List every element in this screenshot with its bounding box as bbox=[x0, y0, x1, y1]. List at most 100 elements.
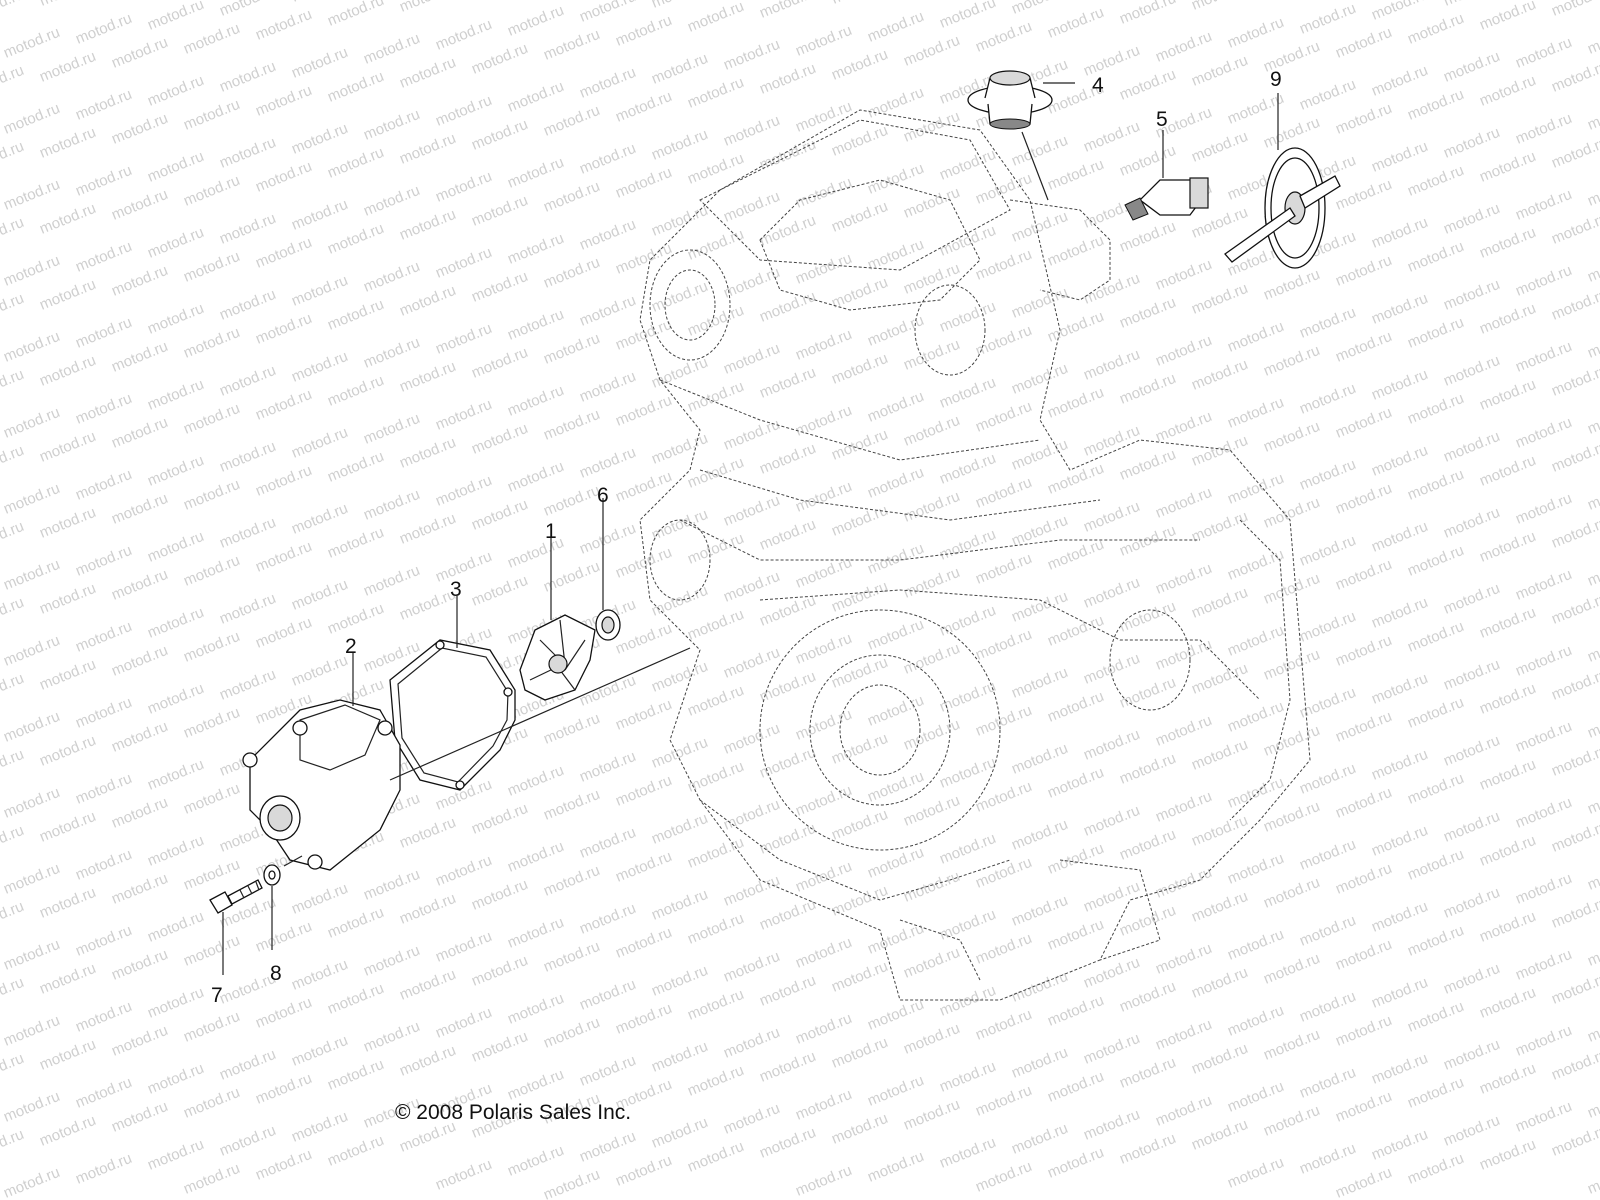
watermark-text: motod.ru bbox=[1297, 760, 1358, 798]
watermark-text: motod.ru bbox=[397, 890, 458, 928]
watermark-text: motod.ru bbox=[1081, 878, 1142, 916]
watermark-text: motod.ru bbox=[685, 530, 746, 568]
watermark-text: motod.ru bbox=[1441, 732, 1502, 770]
watermark-text: motod.ru bbox=[1441, 1036, 1502, 1074]
watermark-text: motod.ru bbox=[1549, 1122, 1600, 1160]
watermark-text: motod.ru bbox=[793, 478, 854, 516]
watermark-text: motod.ru bbox=[1549, 362, 1600, 400]
watermark-text: motod.ru bbox=[109, 1022, 170, 1060]
watermark-text: motod.ru bbox=[613, 620, 674, 658]
watermark-text: motod.ru bbox=[1441, 580, 1502, 618]
watermark-text: motod.ru bbox=[1009, 664, 1070, 702]
watermark-text: motod.ru bbox=[505, 2, 566, 40]
watermark-text: motod.ru bbox=[1297, 0, 1358, 38]
watermark-text: motod.ru bbox=[73, 10, 134, 48]
watermark-text: motod.ru bbox=[865, 616, 926, 654]
watermark-text: motod.ru bbox=[1117, 218, 1178, 256]
watermark-text: motod.ru bbox=[829, 274, 890, 312]
watermark-text: motod.ru bbox=[325, 904, 386, 942]
watermark-text: motod.ru bbox=[1009, 816, 1070, 854]
watermark-text: motod.ru bbox=[217, 0, 278, 20]
watermark-text: motod.ru bbox=[253, 158, 314, 196]
watermark-text: motod.ru bbox=[217, 438, 278, 476]
watermark-text: motod.ru bbox=[577, 216, 638, 254]
watermark-text: motod.ru bbox=[541, 330, 602, 368]
watermark-text: motod.ru bbox=[1, 1012, 62, 1050]
watermark-text: motod.ru bbox=[829, 502, 890, 540]
watermark-text: motod.ru bbox=[1441, 960, 1502, 998]
watermark-text: motod.ru bbox=[1333, 404, 1394, 442]
watermark-text: motod.ru bbox=[901, 868, 962, 906]
watermark-text: motod.ru bbox=[649, 0, 710, 12]
watermark-text: motod.ru bbox=[73, 618, 134, 656]
watermark-text: motod.ru bbox=[361, 258, 422, 296]
watermark-text: motod.ru bbox=[253, 538, 314, 576]
watermark-text: motod.ru bbox=[865, 464, 926, 502]
watermark-text: motod.ru bbox=[73, 466, 134, 504]
watermark-text: motod.ru bbox=[1153, 332, 1214, 370]
watermark-text: motod.ru bbox=[289, 652, 350, 690]
watermark-text: motod.ru bbox=[721, 36, 782, 74]
watermark-text: motod.ru bbox=[1225, 1002, 1286, 1040]
watermark-text: motod.ru bbox=[829, 882, 890, 920]
watermark-text: motod.ru bbox=[1081, 118, 1142, 156]
watermark-text: motod.ru bbox=[901, 716, 962, 754]
watermark-text: motod.ru bbox=[1009, 588, 1070, 626]
watermark-text: motod.ru bbox=[505, 78, 566, 116]
watermark-text: motod.ru bbox=[1549, 0, 1600, 20]
watermark-text: motod.ru bbox=[901, 564, 962, 602]
watermark-text: motod.ru bbox=[1153, 940, 1214, 978]
watermark-text: motod.ru bbox=[1225, 90, 1286, 128]
watermark-text: motod.ru bbox=[469, 800, 530, 838]
watermark-text: motod.ru bbox=[1585, 20, 1600, 58]
watermark-text: motod.ru bbox=[217, 666, 278, 704]
watermark-text: motod.ru bbox=[1081, 1106, 1142, 1144]
watermark-text: motod.ru bbox=[361, 30, 422, 68]
watermark-text: motod.ru bbox=[1405, 618, 1466, 656]
watermark-text: motod.ru bbox=[1081, 270, 1142, 308]
watermark-text: motod.ru bbox=[253, 994, 314, 1032]
watermark-text: motod.ru bbox=[613, 1152, 674, 1190]
watermark-text: motod.ru bbox=[1225, 546, 1286, 584]
watermark-text: motod.ru bbox=[1297, 684, 1358, 722]
watermark-text: motod.ru bbox=[1513, 110, 1574, 148]
watermark-text: motod.ru bbox=[1189, 812, 1250, 850]
watermark-text: motod.ru bbox=[145, 0, 206, 34]
watermark-text: motod.ru bbox=[1225, 470, 1286, 508]
watermark-text: motod.ru bbox=[865, 996, 926, 1034]
watermark-text: motod.ru bbox=[541, 482, 602, 520]
watermark-text: motod.ru bbox=[757, 364, 818, 402]
watermark-text: motod.ru bbox=[1081, 0, 1142, 4]
watermark-text: motod.ru bbox=[577, 368, 638, 406]
watermark-text: motod.ru bbox=[685, 1138, 746, 1176]
watermark-text: motod.ru bbox=[1477, 832, 1538, 870]
watermark-text: motod.ru bbox=[1081, 802, 1142, 840]
watermark-text: motod.ru bbox=[217, 362, 278, 400]
watermark-text: motod.ru bbox=[289, 880, 350, 918]
watermark-text: motod.ru bbox=[1585, 248, 1600, 286]
watermark-text: motod.ru bbox=[1297, 608, 1358, 646]
watermark-text: motod.ru bbox=[973, 1158, 1034, 1196]
watermark-text: motod.ru bbox=[1369, 214, 1430, 252]
watermark-text: motod.ru bbox=[1585, 324, 1600, 362]
watermark-text: motod.ru bbox=[505, 990, 566, 1028]
watermark-text: motod.ru bbox=[1009, 892, 1070, 930]
watermark-text: motod.ru bbox=[145, 452, 206, 490]
watermark-text: motod.ru bbox=[181, 856, 242, 894]
callouts: 1 2 3 4 5 6 7 8 9 bbox=[211, 68, 1282, 1007]
watermark-text: motod.ru bbox=[145, 604, 206, 642]
watermark-text: motod.ru bbox=[0, 822, 26, 860]
watermark-text: motod.ru bbox=[1513, 338, 1574, 376]
watermark-text: motod.ru bbox=[865, 388, 926, 426]
watermark-text: motod.ru bbox=[649, 430, 710, 468]
watermark-text: motod.ru bbox=[1477, 148, 1538, 186]
watermark-text: motod.ru bbox=[577, 976, 638, 1014]
watermark-text: motod.ru bbox=[649, 50, 710, 88]
watermark-text: motod.ru bbox=[1009, 0, 1070, 18]
watermark-text: motod.ru bbox=[1225, 14, 1286, 52]
watermark-text: motod.ru bbox=[577, 292, 638, 330]
watermark-text: motod.ru bbox=[1, 1088, 62, 1126]
watermark-text: motod.ru bbox=[757, 60, 818, 98]
watermark-text: motod.ru bbox=[1549, 894, 1600, 932]
watermark-text: motod.ru bbox=[1189, 356, 1250, 394]
